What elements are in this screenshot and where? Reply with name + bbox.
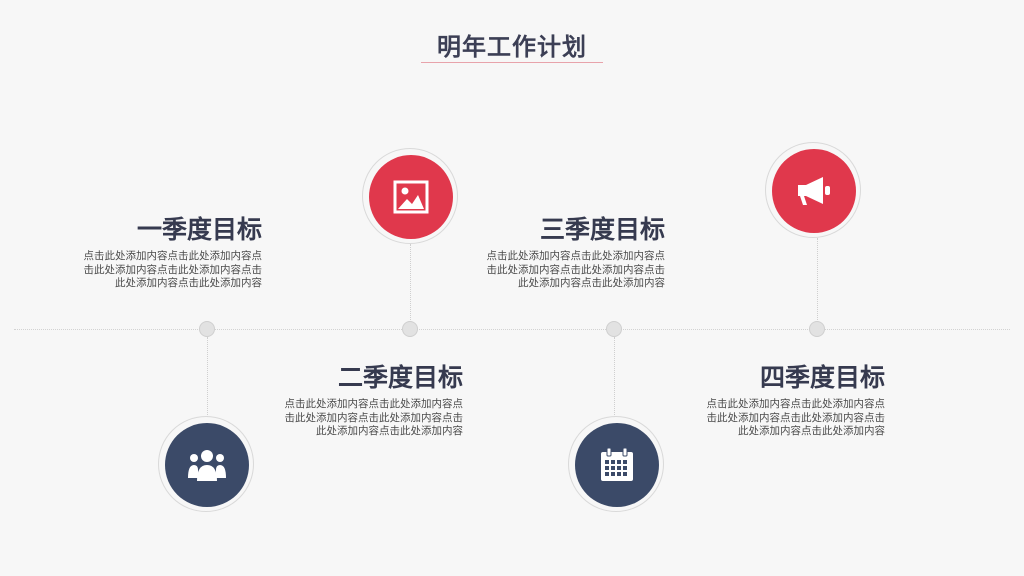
desc-line: 点击此处添加内容点击此处添加内容点: [486, 250, 666, 262]
connector-q4: [817, 238, 818, 322]
quarter-description: 点击此处添加内容点击此处添加内容点 击此处添加内容点击此处添加内容点击 此处添加…: [465, 250, 666, 291]
desc-line: 击此处添加内容点击此处添加内容点击: [486, 263, 666, 276]
quarter-description: 点击此处添加内容点击此处添加内容点 击此处添加内容点击此处添加内容点击 此处添加…: [62, 250, 263, 291]
title-underline: [421, 62, 603, 63]
connector-q2: [410, 244, 411, 322]
quarter-description: 点击此处添加内容点击此处添加内容点 击此处添加内容点击此处添加内容点击 此处添加…: [685, 398, 886, 439]
timeline-dot-q1: [199, 321, 215, 337]
quarter-block-q2: 二季度目标 点击此处添加内容点击此处添加内容点 击此处添加内容点击此处添加内容点…: [263, 362, 464, 439]
desc-line: 此处添加内容点击此处添加内容: [316, 425, 463, 437]
connector-q1: [207, 337, 208, 417]
desc-line: 击此处添加内容点击此处添加内容点击: [706, 411, 886, 424]
timeline-dot-q2: [402, 321, 418, 337]
quarter-heading: 二季度目标: [337, 363, 463, 392]
page-title: 明年工作计划: [437, 33, 587, 61]
quarter-heading: 三季度目标: [539, 215, 665, 244]
quarter-block-q4: 四季度目标 点击此处添加内容点击此处添加内容点 击此处添加内容点击此处添加内容点…: [685, 362, 886, 439]
timeline-line: [14, 329, 1010, 330]
quarter-heading: 一季度目标: [136, 215, 262, 244]
desc-line: 此处添加内容点击此处添加内容: [738, 425, 885, 437]
icon-circle-q1: [158, 416, 254, 512]
megaphone-icon: [798, 177, 830, 205]
quarter-description: 点击此处添加内容点击此处添加内容点 击此处添加内容点击此处添加内容点击 此处添加…: [263, 398, 464, 439]
timeline-dot-q4: [809, 321, 825, 337]
desc-line: 此处添加内容点击此处添加内容: [518, 277, 665, 289]
quarter-heading: 四季度目标: [759, 363, 885, 392]
connector-q3: [614, 337, 615, 417]
desc-line: 点击此处添加内容点击此处添加内容点: [284, 398, 464, 410]
desc-line: 此处添加内容点击此处添加内容: [115, 277, 262, 289]
people-group-icon: [188, 450, 226, 481]
calendar-icon: [601, 447, 633, 481]
desc-line: 点击此处添加内容点击此处添加内容点: [706, 398, 886, 410]
icon-circle-q4: [765, 142, 861, 238]
desc-line: 击此处添加内容点击此处添加内容点击: [284, 411, 464, 424]
quarter-block-q3: 三季度目标 点击此处添加内容点击此处添加内容点 击此处添加内容点击此处添加内容点…: [465, 214, 666, 291]
timeline-dot-q3: [606, 321, 622, 337]
desc-line: 击此处添加内容点击此处添加内容点击: [83, 263, 263, 276]
desc-line: 点击此处添加内容点击此处添加内容点: [83, 250, 263, 262]
icon-circle-q3: [568, 416, 664, 512]
image-icon: [393, 180, 429, 214]
quarter-block-q1: 一季度目标 点击此处添加内容点击此处添加内容点 击此处添加内容点击此处添加内容点…: [62, 214, 263, 291]
icon-circle-q2: [362, 148, 458, 244]
